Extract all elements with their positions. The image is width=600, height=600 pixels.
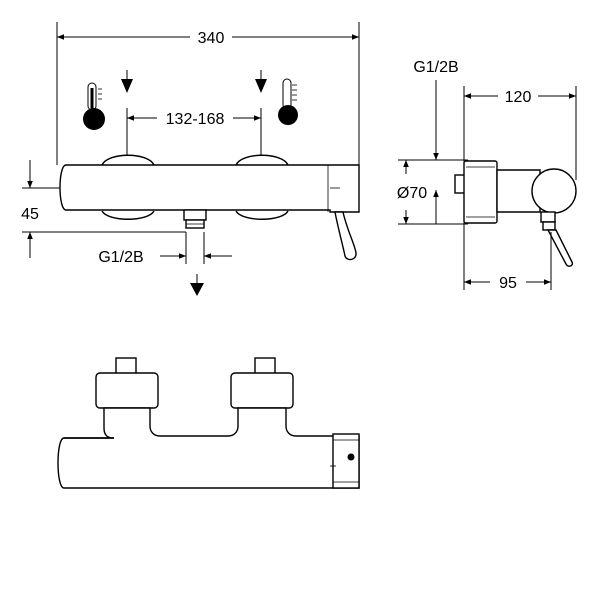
arrow-down-icon	[190, 274, 204, 296]
projection-label: 120	[505, 89, 532, 106]
height-offset-label: 45	[21, 206, 39, 223]
inlet-spacing-label: 132-168	[166, 111, 225, 128]
thermometer-hot-icon	[83, 82, 105, 130]
diameter-label: Ø70	[397, 185, 427, 202]
top-view	[57, 357, 360, 489]
overall-width-label: 340	[198, 30, 225, 47]
mixer-body-front	[59, 154, 360, 261]
arrow-down-icon	[121, 79, 133, 93]
inlet-thread-label: G1/2B	[413, 59, 458, 76]
dimension-inlet-spacing: 132-168	[126, 108, 262, 160]
dimension-projection: 120	[463, 86, 577, 290]
front-view: 340 132-168	[21, 22, 360, 296]
dimension-height-offset: 45	[21, 160, 186, 258]
outlet-thread-label: G1/2B	[98, 249, 143, 266]
side-view: G1/2B 120 Ø70	[397, 59, 577, 292]
dimension-lever-offset: 95	[464, 232, 552, 292]
thermometer-cold-icon	[278, 78, 298, 125]
dimension-outlet-thread: G1/2B	[98, 232, 232, 266]
dimension-diameter: Ø70	[397, 159, 468, 225]
arrow-down-icon	[255, 79, 267, 93]
dimension-overall-width: 340	[56, 22, 360, 165]
mixer-body-side	[454, 160, 577, 267]
lever-offset-label: 95	[499, 275, 517, 292]
